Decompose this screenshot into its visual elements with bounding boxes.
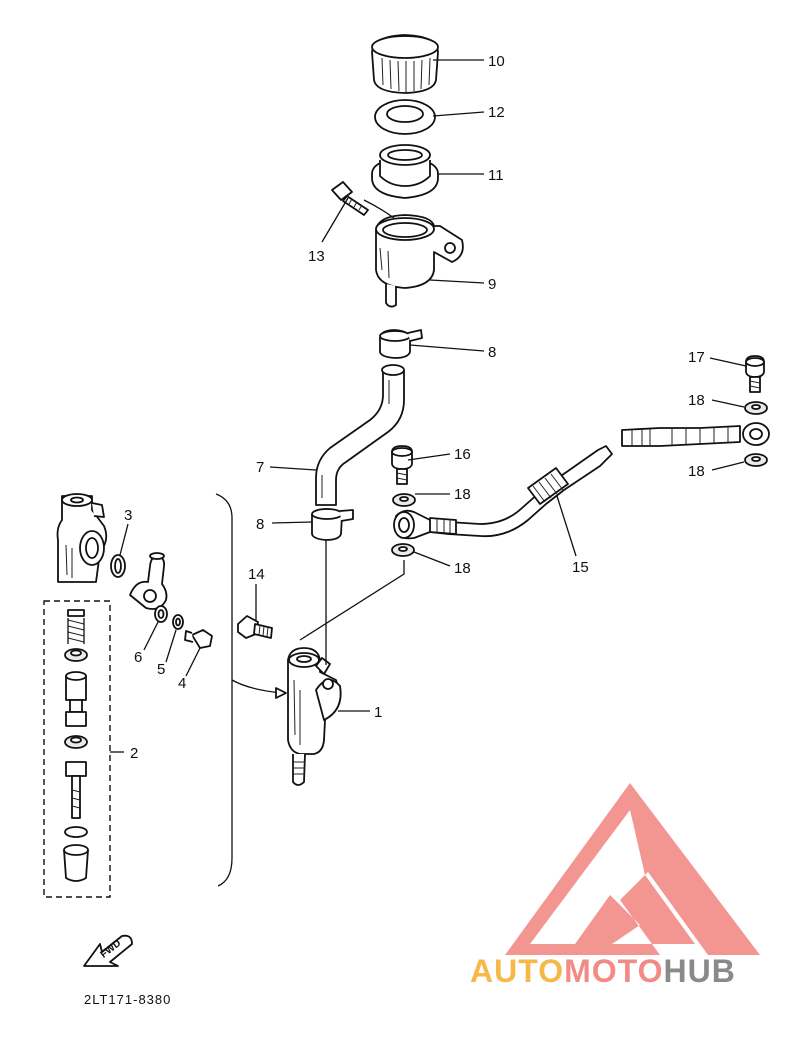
part-1-master-cylinder: [287, 647, 342, 786]
part-18-washer-a: [744, 401, 768, 415]
label-part-8-lower: 8: [256, 516, 264, 533]
emblem-triangle-icon: [505, 783, 760, 955]
label-part-18-d: 18: [454, 560, 471, 577]
label-part-10: 10: [488, 53, 505, 70]
part-2-kit-box: [43, 600, 111, 898]
label-part-8-upper: 8: [488, 344, 496, 361]
part-16-union-bolt: [391, 445, 413, 485]
assembly-arrow: [231, 679, 283, 694]
label-part-5: 5: [157, 661, 165, 678]
part-14-bolt: [237, 615, 273, 639]
part-5-washer: [172, 614, 184, 630]
part-9-reservoir: [375, 214, 464, 308]
label-part-12: 12: [488, 104, 505, 121]
watermark-logo: AUTOMOTOHUB: [470, 953, 736, 990]
part-3-o-ring: [110, 554, 126, 578]
leader-lines: [110, 59, 747, 753]
part-10-reservoir-cap: [371, 34, 439, 94]
label-part-11: 11: [488, 167, 504, 184]
part-4-bolt: [184, 629, 213, 649]
label-part-18-b: 18: [688, 463, 705, 480]
part-8-hose-clip-upper: [379, 329, 423, 359]
label-part-17: 17: [688, 349, 705, 366]
label-part-4: 4: [178, 675, 186, 692]
drawing-code: 2LT171-8380: [84, 992, 171, 1007]
part-12-diaphragm-plate: [374, 99, 436, 135]
label-part-15: 15: [572, 559, 589, 576]
label-part-13: 13: [308, 248, 325, 265]
label-part-16: 16: [454, 446, 471, 463]
label-part-2: 2: [130, 745, 138, 762]
part-8-hose-clip-lower: [311, 508, 354, 541]
part-number-labels: 10 12 11 13 9 8 7 8 1 14 15 16 18 18 17 …: [124, 53, 705, 762]
part-13-bolt: [331, 181, 369, 216]
label-part-14: 14: [248, 566, 265, 583]
part-18-washer-b: [744, 453, 768, 467]
part-7-hose: [315, 364, 405, 506]
assembly-bracket: [215, 493, 233, 887]
watermark-part-hub: HUB: [663, 953, 736, 989]
fwd-arrow: FWD: [83, 934, 133, 967]
label-part-1: 1: [374, 704, 382, 721]
watermark-emblem: [505, 783, 760, 955]
part-hose-elbow: [129, 552, 168, 610]
part-6-washer: [154, 605, 168, 623]
hose-connection-line: [299, 560, 405, 641]
watermark-part-moto: MOTO: [564, 953, 664, 989]
label-part-6: 6: [134, 649, 142, 666]
part-2-piston-kit: [63, 609, 89, 882]
label-part-18-c: 18: [454, 486, 471, 503]
assembly-arrow-head-icon: [275, 687, 287, 699]
part-18-washer-c: [392, 493, 416, 507]
part-11-diaphragm: [371, 144, 439, 199]
watermark-part-auto: AUTO: [470, 953, 565, 989]
part-15-brake-hose: [393, 445, 613, 540]
label-part-18-a: 18: [688, 392, 705, 409]
label-part-3: 3: [124, 507, 132, 524]
bolt-13-connection-line: [363, 199, 395, 219]
label-part-7: 7: [256, 459, 264, 476]
part-body-left: [56, 493, 108, 583]
part-brake-hose-banjo-right: [621, 422, 770, 447]
label-part-9: 9: [488, 276, 496, 293]
part-17-union-bolt: [745, 355, 765, 393]
fwd-arrow-icon: [83, 934, 133, 967]
part-18-washer-d: [391, 543, 415, 557]
